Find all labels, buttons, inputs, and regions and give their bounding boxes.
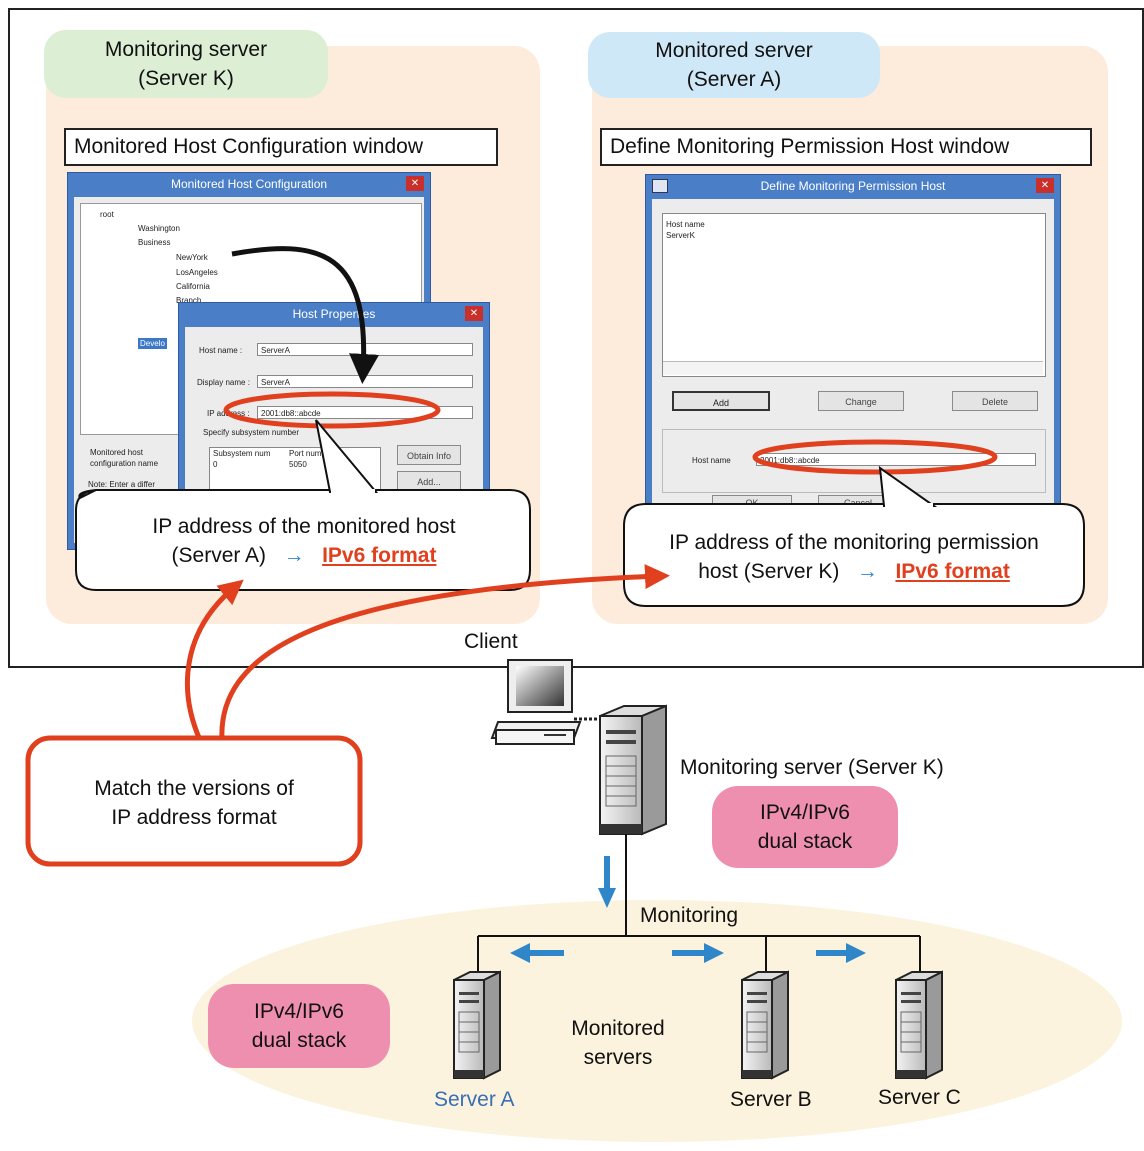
tree-item-losangeles[interactable]: LosAngeles: [176, 268, 218, 277]
client-pc-icon: [490, 659, 598, 745]
subsystem-cell1: 0: [213, 460, 218, 469]
server-b-tower-icon: [741, 970, 789, 1080]
config-bottom-text-2: configuration name: [90, 459, 159, 468]
flow-arrow-down: [598, 856, 616, 908]
define-permission-window-label: Define Monitoring Permission Host window: [600, 128, 1092, 166]
callout-left-format: IPv6 format: [322, 544, 437, 567]
server-c-tower-icon: [895, 970, 943, 1080]
dual-stack-badge-top: IPv4/IPv6 dual stack: [712, 786, 898, 868]
monitoring-server-tag-line2: (Server K): [138, 67, 234, 90]
callout-left-pointer: [315, 419, 379, 493]
dual-stack-top-line1: IPv4/IPv6: [760, 801, 850, 824]
monitored-host-config-window-label: Monitored Host Configuration window: [64, 128, 498, 166]
config-bottom-text-1: Monitored host: [90, 448, 143, 457]
flow-arrow-right-2: [816, 943, 866, 963]
flow-arrow-left: [510, 943, 564, 963]
subsystem-cell2: 5050: [289, 460, 307, 469]
callout-left-line2: (Server A) → IPv6 format: [84, 541, 524, 570]
monitored-host-config-title: Monitored Host Configuration: [170, 177, 328, 191]
dual-stack-top-line2: dual stack: [757, 830, 853, 853]
match-box-text: Match the versions of IP address format: [30, 774, 358, 832]
host-name-label: Host name :: [199, 346, 243, 355]
close-icon[interactable]: ✕: [406, 176, 424, 191]
callout-right-line2: host (Server K) → IPv6 format: [630, 557, 1078, 586]
callout-right-format: IPv6 format: [895, 560, 1010, 583]
callout-right-text: IP address of the monitoring permission …: [630, 528, 1078, 586]
host-name-list[interactable]: [662, 213, 1046, 377]
top-frame: [8, 8, 1144, 668]
close-icon[interactable]: ✕: [465, 306, 483, 321]
dual-stack-bottom-line2: dual stack: [251, 1029, 347, 1052]
host-list-item[interactable]: ServerK: [666, 231, 695, 240]
monitored-server-tag-line1: Monitored server: [655, 39, 813, 62]
display-name-label: Display name :: [197, 378, 250, 387]
tree-item-business[interactable]: Business: [138, 238, 171, 247]
callout-left-line1: IP address of the monitored host: [152, 515, 456, 538]
delete-permission-button[interactable]: Delete: [952, 391, 1038, 411]
ip-field-highlight-left: [223, 391, 441, 429]
flow-arrow-right-1: [672, 943, 724, 963]
app-icon: [652, 179, 668, 193]
monitored-servers-line1: Monitored: [571, 1017, 665, 1040]
match-box-line1: Match the versions of: [94, 777, 294, 800]
add-permission-button[interactable]: Add: [672, 391, 770, 411]
host-list-header: Host name: [666, 220, 705, 229]
host-name-group: [662, 429, 1046, 493]
dual-stack-badge-bottom: IPv4/IPv6 dual stack: [208, 984, 390, 1068]
callout-right-arrow: →: [856, 560, 878, 583]
ip-address-input[interactable]: 2001:db8::abcde: [257, 406, 473, 419]
callout-right-server: host (Server K): [698, 560, 840, 583]
subsystem-col2: Port num: [289, 449, 322, 458]
client-label: Client: [464, 630, 518, 653]
callout-left-server: (Server A): [171, 544, 267, 567]
host-name-field[interactable]: 2001:db8::abcde: [756, 453, 1036, 466]
monitored-server-tag-line2: (Server A): [686, 68, 782, 91]
callout-left-arrow: →: [283, 544, 305, 567]
server-b-label: Server B: [730, 1088, 812, 1111]
tree-item-branch[interactable]: Branch: [176, 296, 202, 305]
monitoring-server-tag-line1: Monitoring server: [104, 38, 268, 61]
config-note: Note: Enter a differ: [88, 480, 155, 489]
host-name-field-label: Host name: [692, 456, 731, 465]
tree-item-root[interactable]: root: [100, 210, 114, 219]
match-box: [25, 735, 363, 867]
subsystem-col1: Subsystem num: [213, 449, 271, 458]
monitored-servers-label: Monitored servers: [556, 1014, 680, 1072]
dual-stack-bottom-line1: IPv4/IPv6: [254, 1000, 344, 1023]
match-box-line2: IP address format: [111, 806, 277, 829]
monitoring-server-tower-icon: [599, 704, 667, 836]
host-properties-titlebar: Host Properties ✕: [179, 303, 489, 325]
tree-item-newyork[interactable]: NewYork: [176, 253, 208, 262]
server-a-tower-icon: [453, 970, 501, 1080]
host-properties-title: Host Properties: [292, 307, 376, 321]
obtain-info-button[interactable]: Obtain Info: [397, 445, 461, 465]
monitored-server-tag: Monitored server (Server A): [588, 32, 880, 98]
define-permission-title: Define Monitoring Permission Host: [760, 179, 946, 193]
monitoring-server-tag: Monitoring server (Server K): [44, 30, 328, 98]
horizontal-scrollbar[interactable]: [663, 361, 1043, 375]
monitoring-label: Monitoring: [640, 904, 739, 927]
change-permission-button[interactable]: Change: [818, 391, 904, 411]
callout-right-line1: IP address of the monitoring permission: [669, 531, 1039, 554]
tree-item-develo[interactable]: Develo: [138, 338, 167, 349]
define-permission-titlebar: Define Monitoring Permission Host ✕: [646, 175, 1060, 197]
subsystem-label: Specify subsystem number: [203, 428, 300, 437]
ip-field-highlight-right: [752, 439, 998, 475]
tree-item-california[interactable]: California: [176, 282, 210, 291]
match-to-left-callout-arrow: [184, 579, 244, 742]
monitored-servers-line2: servers: [583, 1046, 653, 1069]
callout-right-box: [623, 503, 1085, 607]
server-a-label: Server A: [434, 1088, 515, 1111]
monitoring-server-label: Monitoring server (Server K): [680, 756, 944, 779]
match-to-right-callout-arrow: [219, 564, 670, 741]
callout-left-text: IP address of the monitored host (Server…: [84, 512, 524, 570]
close-icon[interactable]: ✕: [1036, 178, 1054, 193]
newyork-to-ip-arrow: [231, 246, 380, 384]
tree-item-washington[interactable]: Washington: [138, 224, 180, 233]
monitored-host-config-titlebar: Monitored Host Configuration ✕: [68, 173, 430, 195]
server-c-label: Server C: [878, 1086, 961, 1109]
